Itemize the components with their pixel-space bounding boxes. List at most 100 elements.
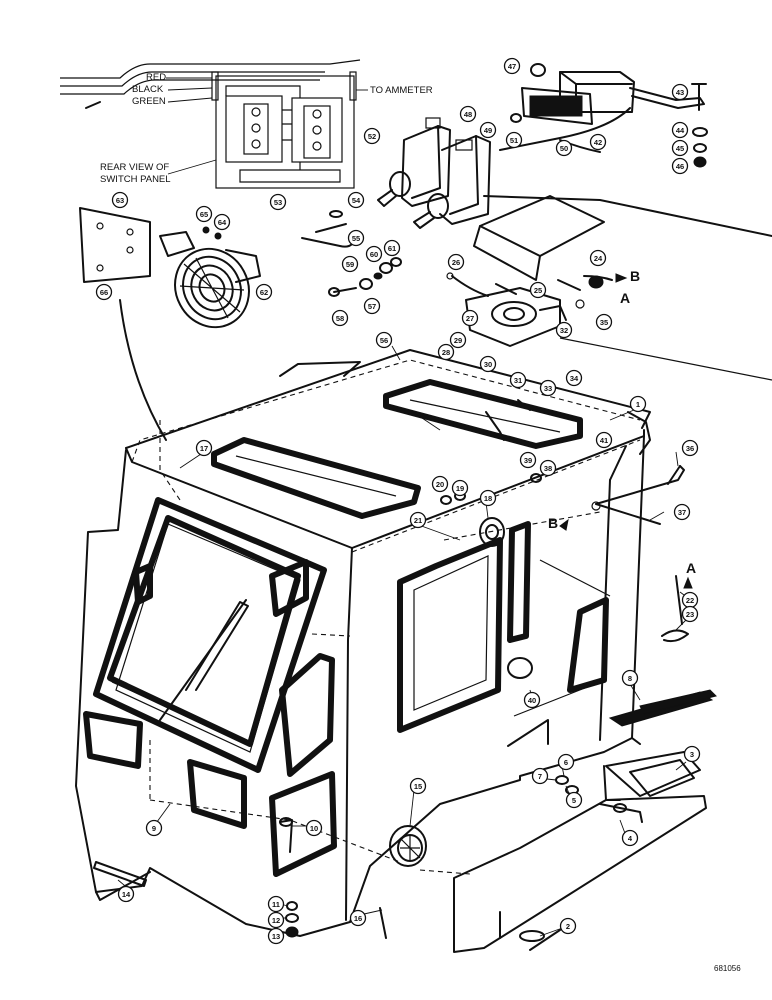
part-callout-label: 49 (484, 126, 492, 135)
part-callout-label: 63 (116, 196, 124, 205)
connector-letter-b-top: B (630, 268, 640, 284)
part-callout-34: 34 (565, 369, 583, 387)
to-ammeter-label: TO AMMETER (370, 85, 433, 96)
part-callout-36: 36 (681, 439, 699, 457)
part-callout-52: 52 (363, 127, 381, 145)
part-callout-35: 35 (595, 313, 613, 331)
part-callout-54: 54 (347, 191, 365, 209)
part-callout-label: 8 (628, 674, 632, 683)
part-callout-40: 40 (523, 691, 541, 709)
part-callout-48: 48 (459, 105, 477, 123)
part-callout-62: 62 (255, 283, 273, 301)
part-callout-51: 51 (505, 131, 523, 149)
part-callout-label: 37 (678, 508, 686, 517)
switch-panel-caption-line1: REAR VIEW OF (100, 162, 169, 173)
part-callout-23: 23 (681, 605, 699, 623)
part-callout-28: 28 (437, 343, 455, 361)
part-callout-label: 12 (272, 916, 280, 925)
part-callout-24: 24 (589, 249, 607, 267)
front-windshield (93, 497, 327, 773)
part-callout-label: 44 (676, 126, 685, 135)
part-callout-11: 11 (267, 895, 285, 913)
front-lower-windows (83, 559, 337, 877)
part-callout-3: 3 (683, 745, 701, 763)
part-callout-12: 12 (267, 911, 285, 929)
part-callout-label: 26 (452, 258, 460, 267)
part-callout-15: 15 (409, 777, 427, 795)
part-callout-9: 9 (145, 819, 163, 837)
part-callout-label: 19 (456, 484, 464, 493)
part-callout-label: 29 (454, 336, 462, 345)
part-callout-17: 17 (195, 439, 213, 457)
part-callout-44: 44 (671, 121, 689, 139)
connector-letter-a-side: A (686, 560, 696, 576)
part-callout-label: 38 (544, 464, 552, 473)
part-callout-label: 20 (436, 480, 444, 489)
part-callout-label: 57 (368, 302, 376, 311)
part-callout-49: 49 (479, 121, 497, 139)
part-callout-label: 39 (524, 456, 532, 465)
part-callout-1: 1 (629, 395, 647, 413)
part-callout-label: 15 (414, 782, 422, 791)
part-callout-6: 6 (557, 753, 575, 771)
part-callout-label: 33 (544, 384, 552, 393)
hidden-lines (131, 359, 641, 875)
part-callout-label: 48 (464, 110, 472, 119)
part-callout-61: 61 (383, 239, 401, 257)
part-callout-58: 58 (331, 309, 349, 327)
lower-hardware (93, 575, 689, 942)
part-callout-25: 25 (529, 281, 547, 299)
part-callout-label: 2 (566, 922, 570, 931)
part-callout-label: 58 (336, 314, 344, 323)
part-callout-label: 65 (200, 210, 208, 219)
part-callout-60: 60 (365, 245, 383, 263)
part-callout-55: 55 (347, 229, 365, 247)
part-callout-50: 50 (555, 139, 573, 157)
part-callout-label: 41 (600, 436, 608, 445)
part-callout-label: 24 (594, 254, 603, 263)
part-callout-label: 6 (564, 758, 568, 767)
part-callout-label: 34 (570, 374, 579, 383)
part-callout-label: 40 (528, 696, 536, 705)
rod-assembly (119, 299, 685, 525)
part-callout-16: 16 (349, 909, 367, 927)
decal-strips (608, 689, 717, 727)
part-callout-53: 53 (269, 193, 287, 211)
part-callout-31: 31 (509, 371, 527, 389)
part-callout-label: 1 (636, 400, 640, 409)
part-callout-label: 22 (686, 596, 694, 605)
part-callout-label: 42 (594, 138, 602, 147)
wire-label-black: BLACK (132, 84, 164, 95)
connector-letters: B A B A (548, 268, 696, 589)
part-callout-19: 19 (451, 479, 469, 497)
wire-label-green: GREEN (132, 96, 166, 107)
part-callout-label: 16 (354, 914, 362, 923)
mount-hardware (301, 210, 402, 297)
part-callout-56: 56 (375, 331, 393, 349)
part-callout-59: 59 (341, 255, 359, 273)
step-and-fender (453, 751, 707, 953)
part-callout-45: 45 (671, 139, 689, 157)
part-callout-43: 43 (671, 83, 689, 101)
part-callout-21: 21 (409, 511, 427, 529)
part-callout-label: 36 (686, 444, 694, 453)
part-callout-label: 27 (466, 314, 474, 323)
part-callout-20: 20 (431, 475, 449, 493)
part-callout-label: 52 (368, 132, 376, 141)
connector-letter-a-top: A (620, 290, 630, 306)
part-callout-label: 17 (200, 444, 208, 453)
part-callout-label: 51 (510, 136, 518, 145)
part-callout-10: 10 (305, 819, 323, 837)
part-callout-label: 10 (310, 824, 318, 833)
part-callout-66: 66 (95, 283, 113, 301)
part-callout-37: 37 (673, 503, 691, 521)
part-callout-label: 7 (538, 772, 542, 781)
part-callout-5: 5 (565, 791, 583, 809)
part-callout-label: 3 (690, 750, 694, 759)
part-callout-41: 41 (595, 431, 613, 449)
part-callout-14: 14 (117, 885, 135, 903)
beacon-light (389, 517, 505, 867)
part-callout-label: 55 (352, 234, 360, 243)
part-callout-label: 14 (122, 890, 131, 899)
